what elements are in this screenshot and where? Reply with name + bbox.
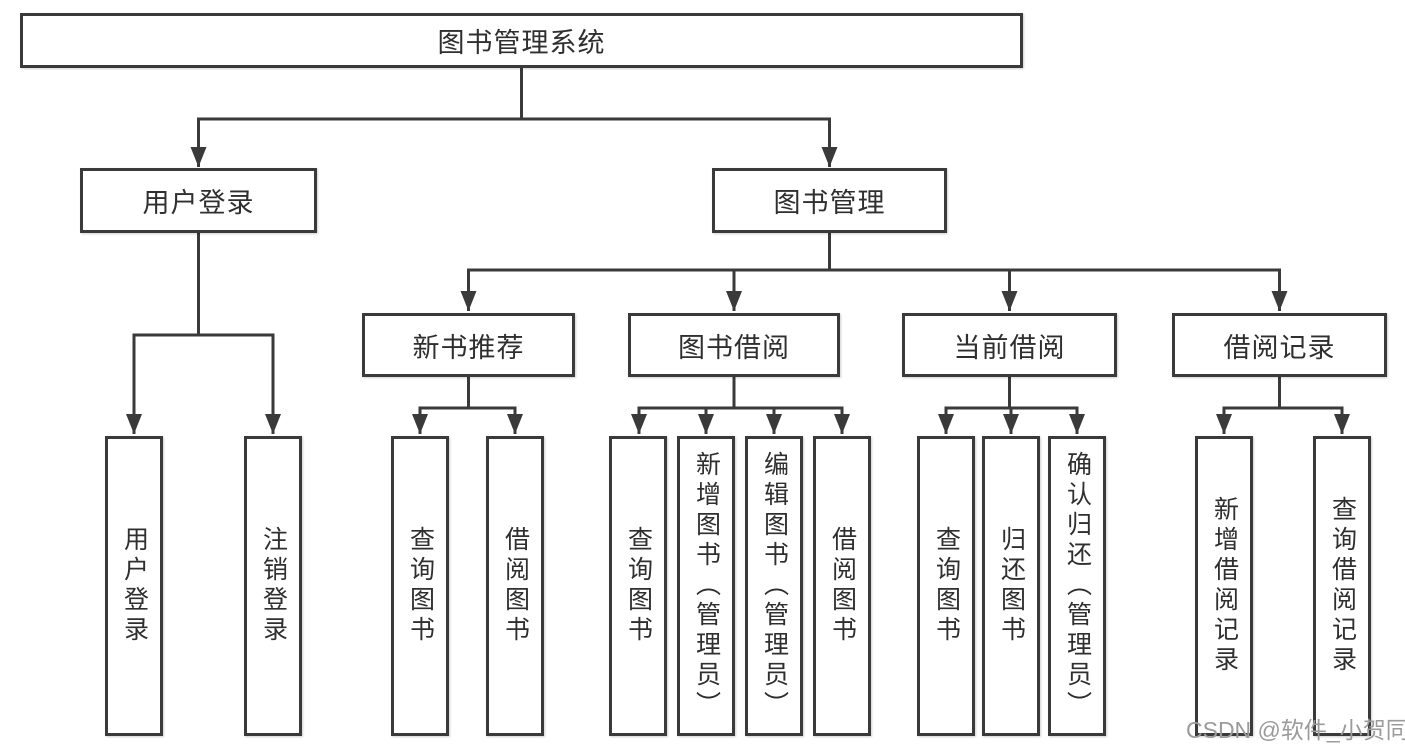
node-new-book-recommend-label: 新书推荐	[412, 332, 525, 363]
leaf-newbooks-borrow-label: 借阅图书	[501, 526, 530, 646]
leaf-records-query: 查询借阅记录	[1313, 436, 1371, 736]
node-user-login-label: 用户登录	[142, 188, 255, 218]
leaf-current-return: 归还图书	[982, 436, 1040, 736]
node-book-management: 图书管理	[712, 168, 947, 233]
leaf-current-return-label: 归还图书	[997, 526, 1026, 646]
leaf-logout: 注销登录	[244, 436, 302, 736]
leaf-current-confirm-admin: 确认归还（管理员）	[1048, 436, 1106, 736]
node-user-login: 用户登录	[80, 168, 317, 233]
node-book-borrow-label: 图书借阅	[678, 332, 790, 363]
csdn-watermark: CSDN @软件_小贺同学	[1186, 717, 1405, 743]
leaf-borrow-query: 查询图书	[609, 436, 667, 736]
leaf-borrow-add-admin-label: 新增图书（管理员）	[692, 451, 721, 721]
node-library-system: 图书管理系统	[20, 13, 1023, 68]
leaf-newbooks-query-label: 查询图书	[406, 526, 435, 646]
leaf-records-add-label: 新增借阅记录	[1210, 496, 1239, 676]
leaf-borrow-query-label: 查询图书	[624, 526, 653, 646]
node-borrow-records: 借阅记录	[1172, 313, 1387, 377]
leaf-user-login-label: 用户登录	[120, 526, 149, 646]
node-book-borrow: 图书借阅	[628, 313, 840, 377]
node-current-borrow: 当前借阅	[902, 313, 1117, 377]
leaf-user-login: 用户登录	[105, 436, 163, 736]
leaf-current-query: 查询图书	[917, 436, 975, 736]
leaf-borrow-add-admin: 新增图书（管理员）	[677, 436, 735, 736]
leaf-newbooks-borrow: 借阅图书	[486, 436, 544, 736]
leaf-borrow-edit-admin: 编辑图书（管理员）	[745, 436, 803, 736]
leaf-newbooks-query: 查询图书	[391, 436, 449, 736]
leaf-current-confirm-admin-label: 确认归还（管理员）	[1063, 451, 1092, 721]
node-current-borrow-label: 当前借阅	[953, 332, 1066, 363]
leaf-borrow-edit-admin-label: 编辑图书（管理员）	[760, 451, 789, 721]
leaf-logout-label: 注销登录	[259, 526, 288, 646]
node-borrow-records-label: 借阅记录	[1223, 332, 1336, 363]
leaf-current-query-label: 查询图书	[932, 526, 961, 646]
leaf-records-query-label: 查询借阅记录	[1328, 496, 1357, 676]
leaf-records-add: 新增借阅记录	[1195, 436, 1253, 736]
leaf-borrow-borrow: 借阅图书	[813, 436, 871, 736]
leaf-borrow-borrow-label: 借阅图书	[828, 526, 857, 646]
node-new-book-recommend: 新书推荐	[362, 313, 575, 377]
node-library-system-label: 图书管理系统	[437, 28, 606, 58]
node-book-management-label: 图书管理	[773, 188, 886, 218]
